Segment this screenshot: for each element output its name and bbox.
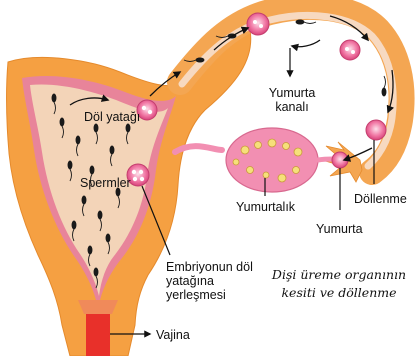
label-dollenme: Döllenme — [354, 192, 407, 206]
vagina — [86, 312, 110, 356]
ovary — [175, 128, 342, 192]
label-yumurta: Yumurta — [316, 222, 363, 236]
label-yumurta-kanali-2: kanalı — [264, 100, 320, 114]
caption-line-2: kesiti ve döllenme — [266, 284, 412, 301]
label-dol-yatagi: Döl yatağı — [84, 110, 140, 124]
label-spermler: Spermler — [80, 176, 131, 190]
label-embriyo-3: yerleşmesi — [166, 288, 226, 302]
label-yumurta-kanali-1: Yumurta — [264, 86, 320, 100]
cervix — [78, 300, 118, 314]
label-embriyo-2: yatağına — [166, 274, 214, 288]
label-vajina: Vajina — [156, 328, 190, 342]
caption-line-1: Dişi üreme organının — [266, 266, 412, 283]
label-yumurtalik: Yumurtalık — [236, 200, 295, 214]
label-embriyo-1: Embriyonun döl — [166, 260, 253, 274]
